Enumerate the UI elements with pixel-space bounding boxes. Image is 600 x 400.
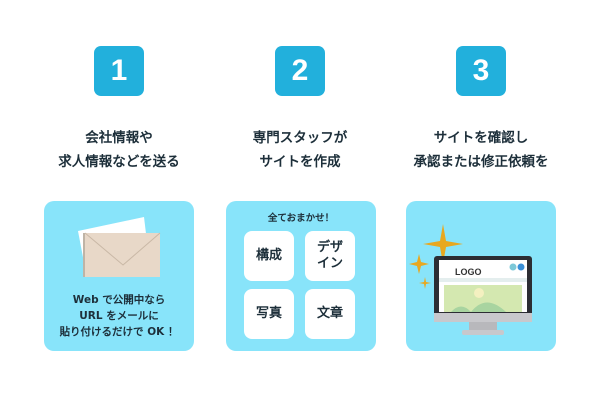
omakase-label: 全ておまかせ！ <box>267 213 335 224</box>
title-line: 専門スタッフが <box>252 130 348 146</box>
step-3-title: サイトを確認し承認または修正依頼を <box>391 126 571 174</box>
step-3-badge: 3 <box>456 46 506 96</box>
step-1-badge: 1 <box>94 46 144 96</box>
title-line: 承認または修正依頼を <box>413 154 549 170</box>
step-1-note: Web で公開中なら URL をメールに 貼り付けるだけで OK ！ <box>44 292 194 340</box>
step-3-card: LOGO <box>406 201 556 351</box>
tile-structure: 構成 <box>244 231 294 281</box>
title-line: サイトを作成 <box>259 154 341 170</box>
title-line: サイトを確認し <box>433 130 529 146</box>
step-2-title: 専門スタッフがサイトを作成 <box>210 126 390 174</box>
title-line: 求人情報などを送る <box>58 154 180 170</box>
tile-photo: 写真 <box>244 289 294 339</box>
step-1-card: Web で公開中なら URL をメールに 貼り付けるだけで OK ！ <box>44 201 194 351</box>
note-line: 貼り付けるだけで OK ！ <box>59 326 179 338</box>
step-2-card: 全ておまかせ！ 構成 デザ イン 写真 文章 <box>226 201 376 351</box>
step-1-title: 会社情報や求人情報などを送る <box>29 126 209 174</box>
envelope-icon <box>78 217 161 277</box>
sparkle-icon <box>409 224 463 289</box>
logo-text: LOGO <box>455 267 482 277</box>
tile-text: 文章 <box>305 289 355 339</box>
monitor-icon: LOGO <box>409 224 532 335</box>
note-line: URL をメールに <box>79 310 159 322</box>
step-2-badge: 2 <box>275 46 325 96</box>
note-line: Web で公開中なら <box>72 294 166 306</box>
title-line: 会社情報や <box>85 130 153 146</box>
tile-design: デザ イン <box>305 231 355 281</box>
